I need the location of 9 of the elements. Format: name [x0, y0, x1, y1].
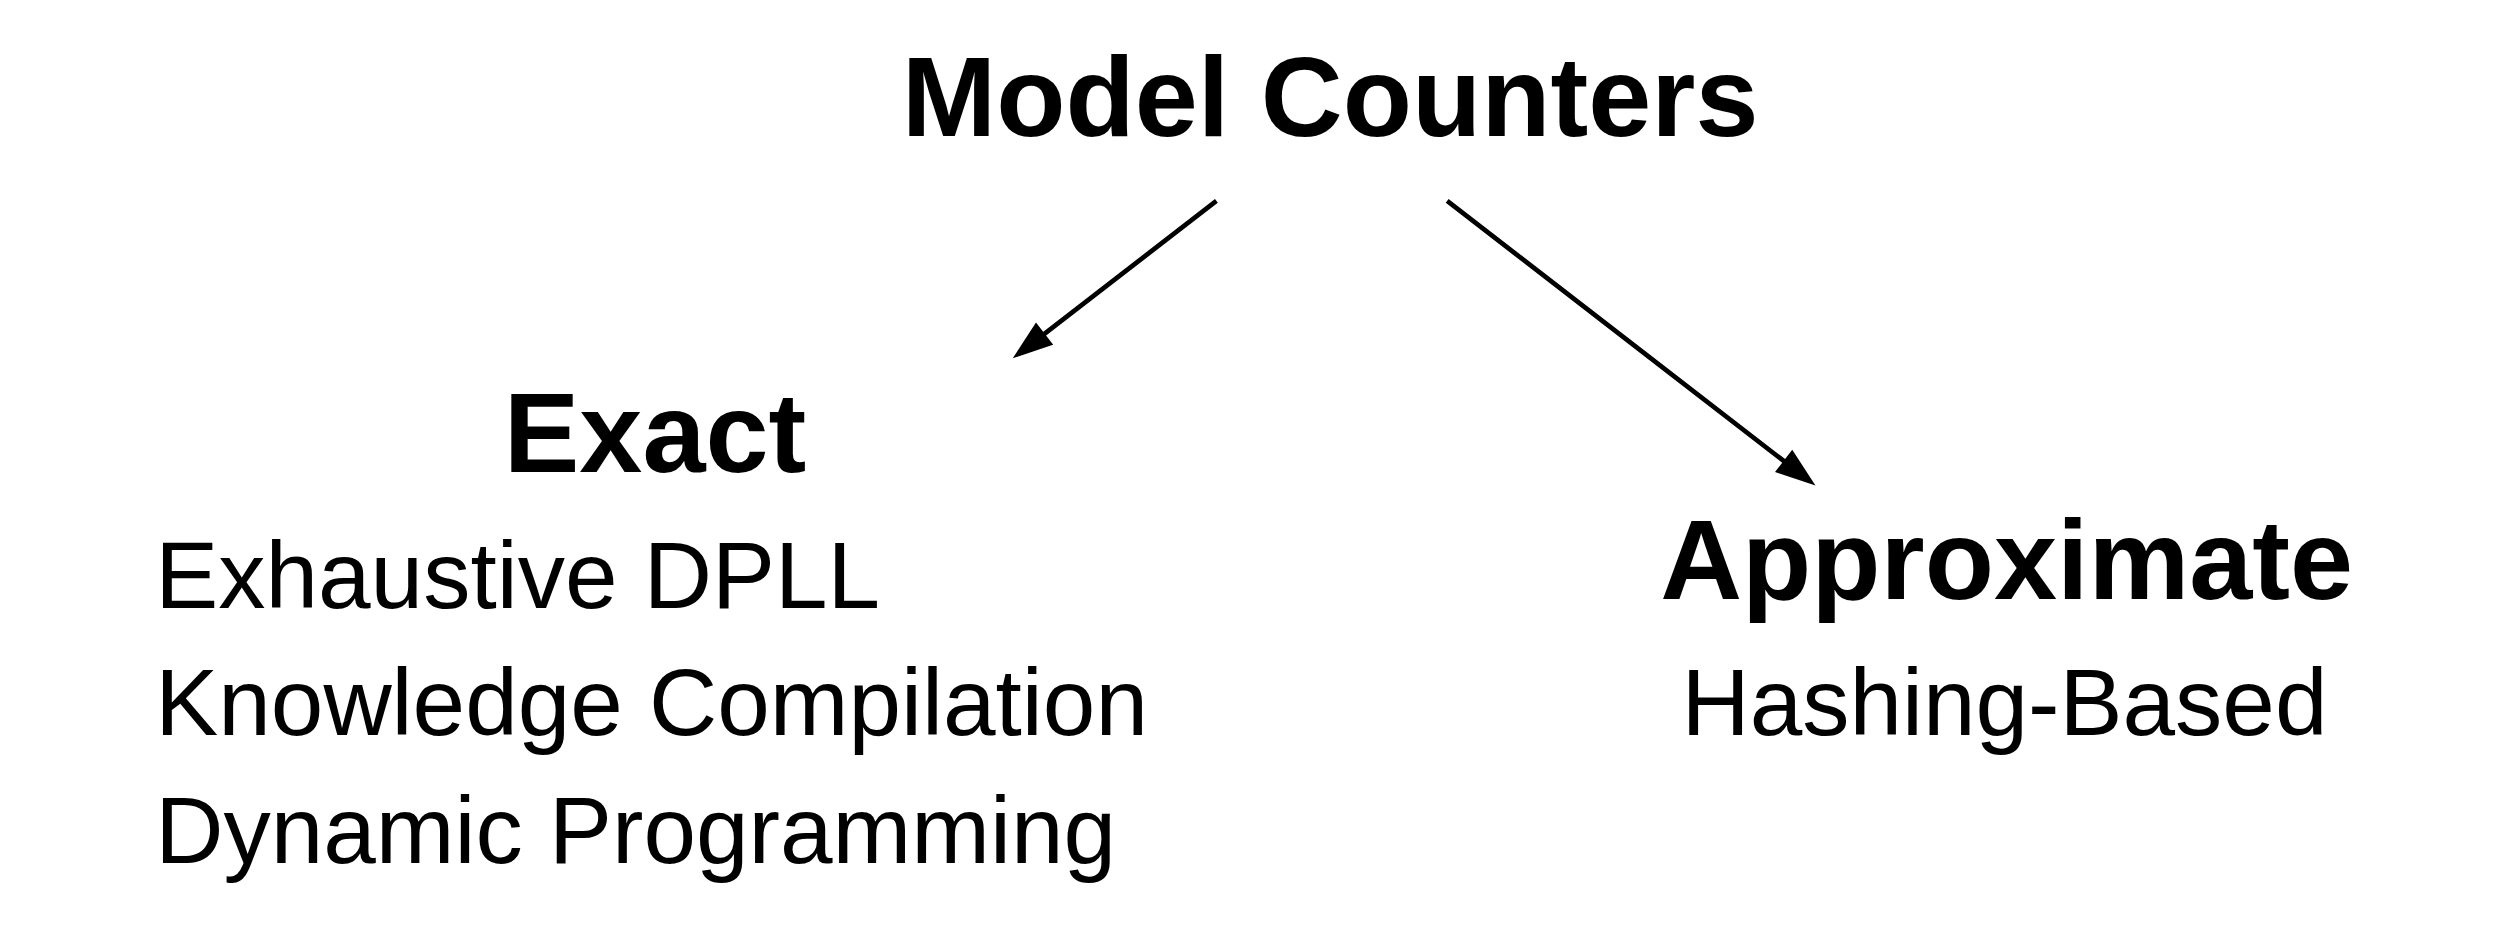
node-label: Knowledge Compilation — [155, 648, 1148, 755]
node-label: Exhaustive DPLL — [155, 521, 881, 628]
node-text: Approximate — [1660, 495, 2354, 623]
node-label: Hashing-Based — [1681, 648, 2328, 755]
arrow — [1445, 198, 1816, 485]
arrow — [1012, 198, 1218, 358]
node-label: Dynamic Programming — [155, 776, 1117, 883]
node-text: Model Counters — [901, 32, 1759, 160]
node-text: Exact — [503, 368, 807, 496]
